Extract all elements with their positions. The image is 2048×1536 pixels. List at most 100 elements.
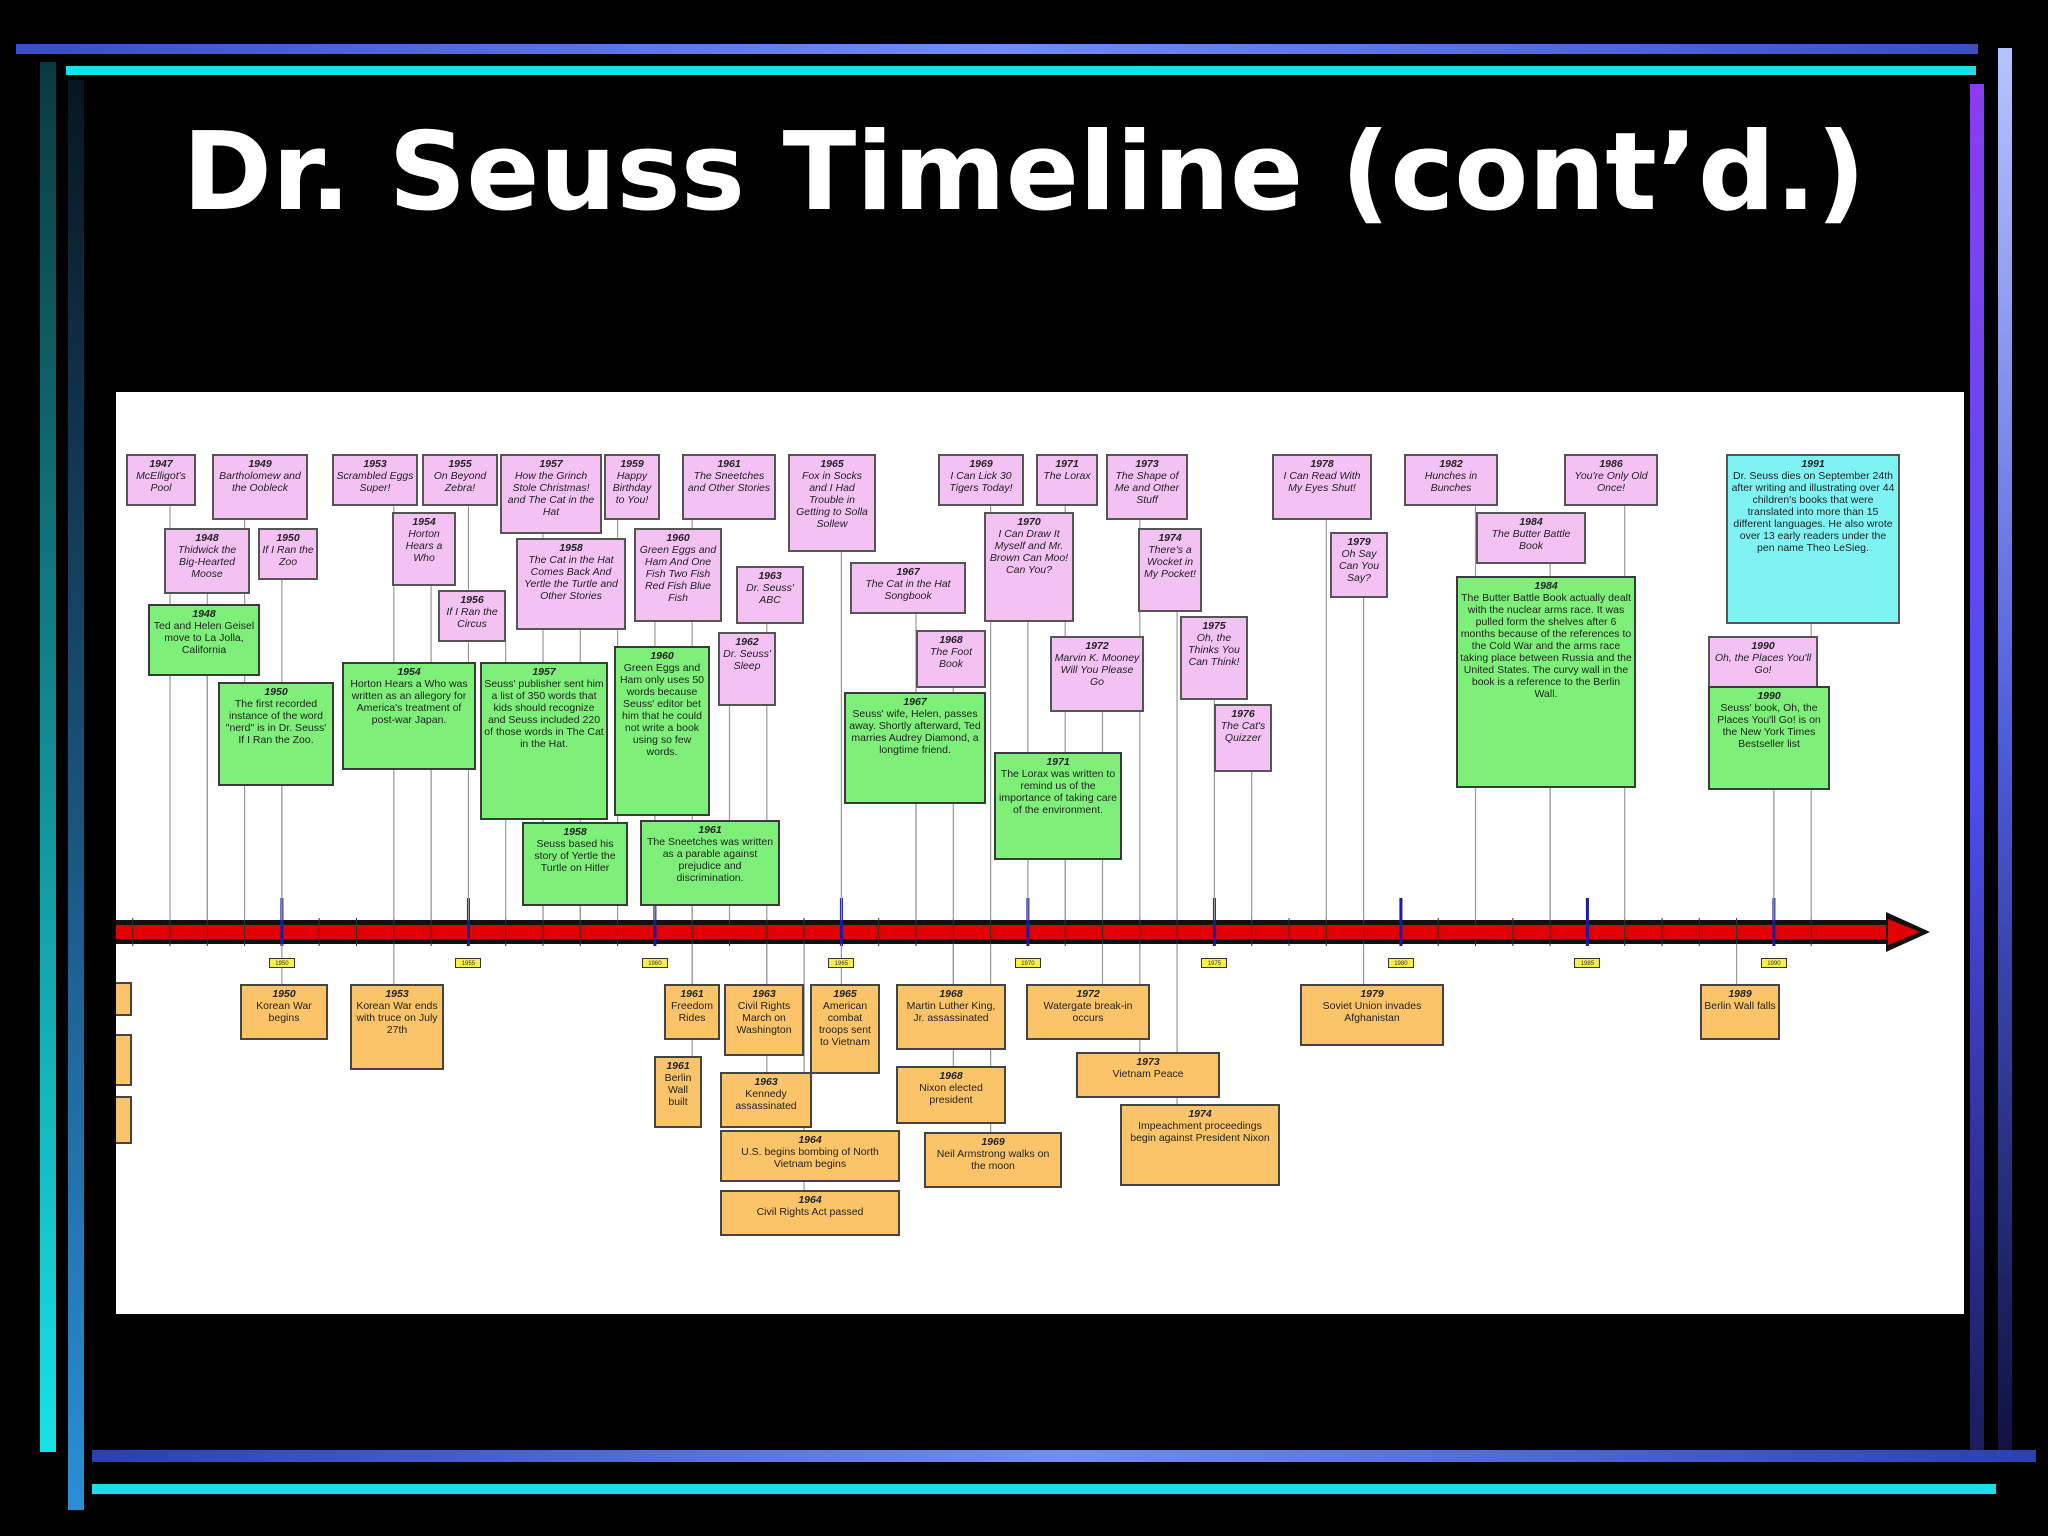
entry-year: 1974 — [1158, 532, 1182, 544]
entry-text: Bartholomew and the Oobleck — [219, 470, 301, 494]
entry-text: I Can Draw It Myself and Mr. Brown Can M… — [989, 528, 1069, 576]
entry-year: 1949 — [248, 458, 272, 470]
entry-year: 1991 — [1801, 458, 1825, 470]
decade-label: 1975 — [1201, 958, 1228, 968]
entry-year: 1967 — [903, 696, 927, 708]
entry-text: Vietnam Peace — [1112, 1068, 1184, 1080]
entry-text: Impeachment proceedings begin against Pr… — [1130, 1120, 1270, 1144]
entry-text: Dr. Seuss' Sleep — [723, 648, 771, 672]
entry-text: Neil Armstrong walks on the moon — [936, 1148, 1050, 1172]
world-event-entry-cropped — [116, 982, 132, 1016]
entry-text: Green Eggs and Ham And One Fish Two Fish… — [639, 544, 717, 604]
entry-year: 1950 — [264, 686, 288, 698]
entry-year: 1971 — [1046, 756, 1070, 768]
entry-text: The Cat's Quizzer — [1220, 720, 1266, 744]
entry-text: The Butter Battle Book — [1491, 528, 1571, 552]
entry-text: Horton Hears a Who — [405, 528, 443, 564]
entry-year: 1956 — [460, 594, 484, 606]
entry-year: 1953 — [363, 458, 387, 470]
entry-text: Seuss' wife, Helen, passes away. Shortly… — [849, 708, 981, 756]
entry-year: 1957 — [539, 458, 563, 470]
entry-year: 1972 — [1085, 640, 1109, 652]
entry-text: Hunches in Bunches — [1424, 470, 1478, 494]
entry-text: Fox in Socks and I Had Trouble in Gettin… — [796, 470, 868, 530]
entry-text: Scrambled Eggs Super! — [336, 470, 414, 494]
frame-left-dark-bar — [68, 80, 84, 1510]
entry-text: Seuss' book, Oh, the Places You'll Go! i… — [1717, 702, 1821, 750]
entry-year: 1970 — [1017, 516, 1041, 528]
entry-text: Soviet Union invades Afghanistan — [1322, 1000, 1422, 1024]
entry-year: 1948 — [192, 608, 216, 620]
entry-text: The Sneetches and Other Stories — [687, 470, 771, 494]
entry-year: 1963 — [758, 570, 782, 582]
entry-year: 1969 — [969, 458, 993, 470]
decade-label: 1980 — [1387, 958, 1414, 968]
entry-text: Oh, the Thinks You Can Think! — [1188, 632, 1240, 668]
entry-year: 1986 — [1599, 458, 1623, 470]
entry-year: 1979 — [1347, 536, 1371, 548]
entry-year: 1967 — [896, 566, 920, 578]
entry-year: 1969 — [981, 1136, 1005, 1148]
entry-year: 1984 — [1534, 580, 1558, 592]
entry-text: Kennedy assassinated — [735, 1088, 797, 1112]
decade-label: 1985 — [1574, 958, 1601, 968]
entry-text: Civil Rights March on Washington — [736, 1000, 792, 1036]
timeline-axis-bar — [116, 925, 1892, 939]
decade-label: 1955 — [455, 958, 482, 968]
entry-text: Horton Hears a Who was written as an all… — [350, 678, 468, 726]
frame-left-cyan-bar — [40, 62, 56, 1452]
entry-year: 1974 — [1188, 1108, 1212, 1120]
entry-year: 1973 — [1136, 1056, 1160, 1068]
decade-label: 1965 — [828, 958, 855, 968]
entry-text: I Can Lick 30 Tigers Today! — [949, 470, 1013, 494]
entry-year: 1959 — [620, 458, 644, 470]
entry-year: 1990 — [1757, 690, 1781, 702]
entry-text: Korean War begins — [256, 1000, 312, 1024]
entry-year: 1979 — [1360, 988, 1384, 1000]
entry-year: 1961 — [717, 458, 741, 470]
entry-text: Green Eggs and Ham only uses 50 words be… — [619, 662, 705, 758]
entry-text: You're Only Old Once! — [1574, 470, 1648, 494]
entry-text: Thidwick the Big-Hearted Moose — [177, 544, 237, 580]
entry-text: Oh Say Can You Say? — [1338, 548, 1380, 584]
entry-year: 1968 — [939, 1070, 963, 1082]
entry-year: 1948 — [195, 532, 219, 544]
frame-bottom-blue-bar — [92, 1450, 2036, 1462]
entry-year: 1954 — [397, 666, 421, 678]
entry-year: 1976 — [1231, 708, 1255, 720]
slide-title: Dr. Seuss Timeline (cont’d.) — [182, 110, 1866, 235]
entry-year: 1968 — [939, 988, 963, 1000]
entry-year: 1982 — [1439, 458, 1463, 470]
